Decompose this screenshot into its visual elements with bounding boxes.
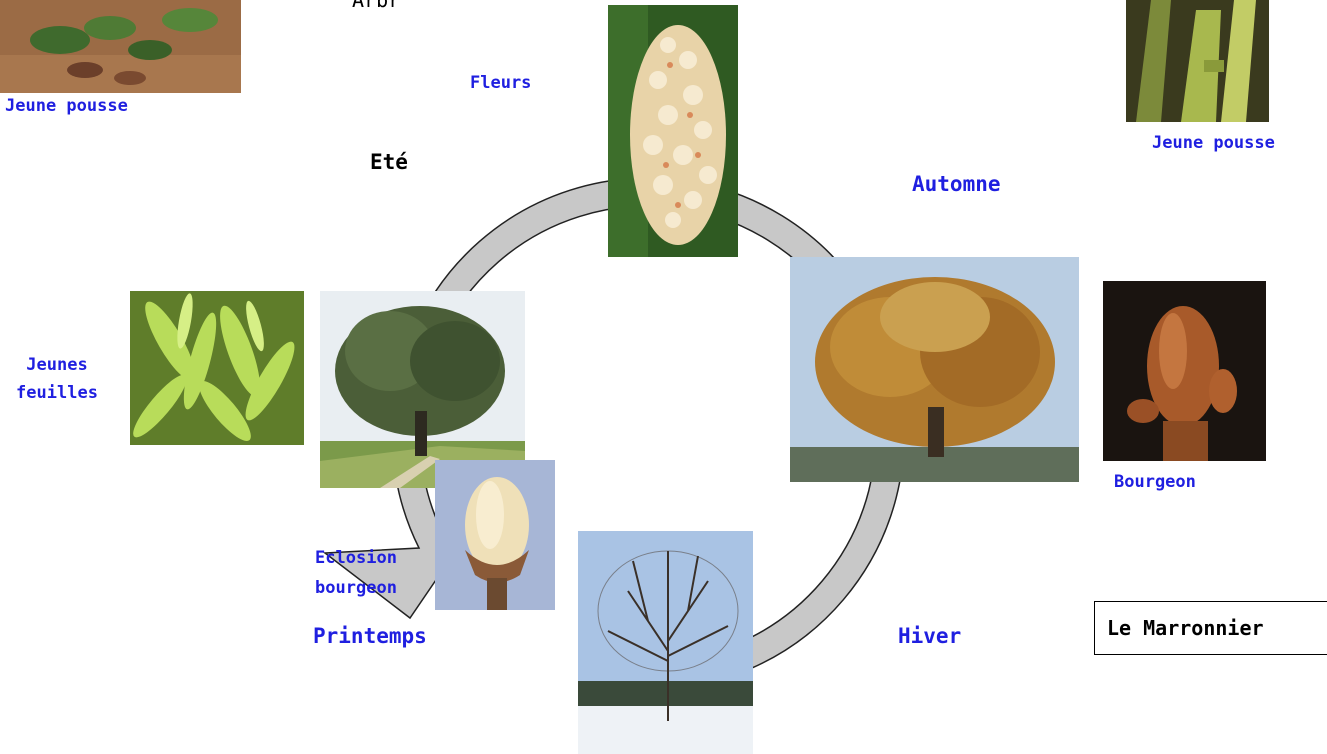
- season-printemps: Printemps: [313, 624, 427, 648]
- label-jeunes-feuilles-line2: feuilles: [16, 383, 98, 403]
- photo-bourgeon: [1103, 281, 1266, 461]
- photo-fleurs: [608, 5, 738, 257]
- photo-jeune-pousse-right: [1126, 0, 1269, 122]
- label-bourgeon: Bourgeon: [1114, 472, 1196, 492]
- label-eclosion-line2: bourgeon: [315, 578, 397, 598]
- label-eclosion-bourgeon: Eclosion bourgeon: [296, 548, 416, 598]
- label-jeune-pousse-left: Jeune pousse: [5, 96, 128, 116]
- season-hiver: Hiver: [898, 624, 962, 648]
- photo-arbre-ete: [320, 291, 525, 488]
- photo-arbre-hiver: [578, 531, 753, 754]
- title-box: Le Marronnier: [1094, 601, 1327, 655]
- photo-eclosion-bourgeon: [435, 460, 555, 610]
- season-automne: Automne: [912, 172, 1001, 196]
- photo-jeunes-feuilles: [130, 291, 304, 445]
- label-jeunes-feuilles: Jeunes feuilles: [2, 355, 112, 403]
- fragment-text: Arbr: [352, 0, 401, 12]
- label-jeunes-feuilles-line1: Jeunes: [26, 355, 88, 375]
- label-jeune-pousse-right: Jeune pousse: [1152, 133, 1275, 153]
- label-fleurs: Fleurs: [470, 73, 532, 93]
- diagram-title: Le Marronnier: [1107, 616, 1264, 640]
- label-eclosion-line1: Eclosion: [315, 548, 397, 568]
- photo-jeune-pousse-left: [0, 0, 241, 93]
- season-ete: Eté: [370, 150, 408, 174]
- photo-arbre-automne: [790, 257, 1079, 482]
